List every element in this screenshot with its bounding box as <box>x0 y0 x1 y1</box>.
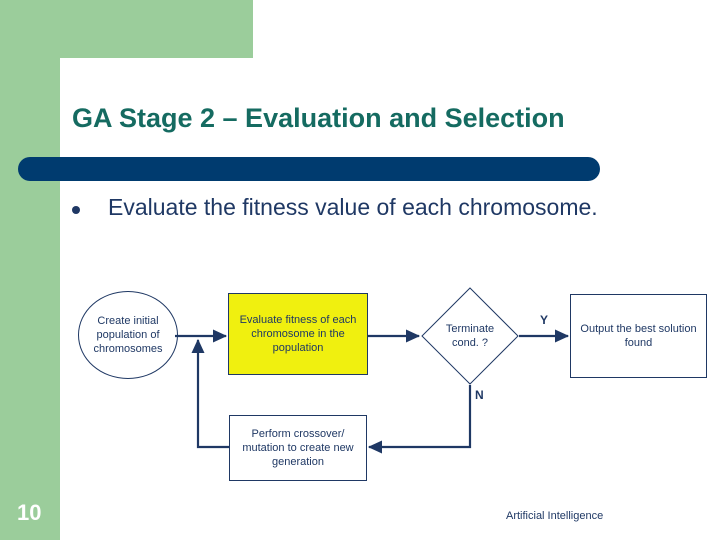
flow-node-start-label: Create initial population of chromosomes <box>93 315 163 355</box>
bullet-dot-icon <box>72 206 80 214</box>
flow-node-start <box>78 291 178 379</box>
bullet-item-label: Evaluate the fitness value of each chrom… <box>108 194 598 220</box>
flow-node-terminate-label: Terminate cond. ? <box>445 323 495 349</box>
green-left-sidebar <box>0 0 60 540</box>
flow-node-crossover <box>229 415 367 481</box>
flow-node-evaluate <box>228 293 368 375</box>
edge-label-yes: Y <box>540 313 549 327</box>
flow-node-evaluate-label: Evaluate fitness of each chromosome in t… <box>239 314 357 354</box>
flow-node-output-label: Output the best solution found <box>580 323 697 349</box>
slide-number: 10 <box>17 500 42 525</box>
slide-footer: Artificial Intelligence <box>506 510 604 522</box>
page-title: GA Stage 2 – Evaluation and Selection <box>72 103 565 133</box>
flow-node-output <box>570 294 707 378</box>
green-top-block <box>0 0 253 58</box>
flow-node-terminate <box>421 287 519 385</box>
title-underline-bar <box>18 157 600 181</box>
edge-label-no: N <box>475 388 484 402</box>
flow-node-crossover-label: Perform crossover/ mutation to create ne… <box>242 428 354 468</box>
